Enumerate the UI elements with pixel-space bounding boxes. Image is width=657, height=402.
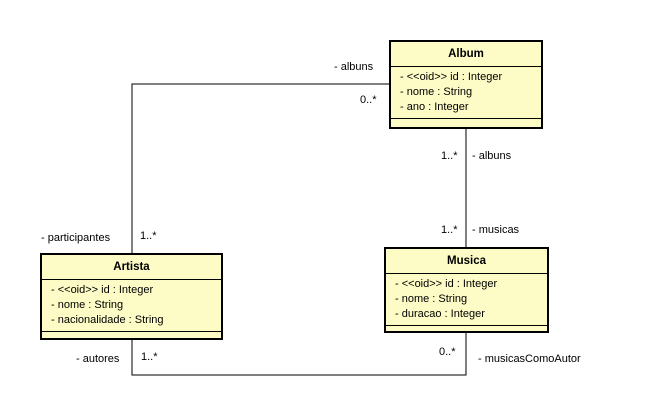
multiplicity-label: 1..*	[441, 224, 458, 236]
class-musica-name: Musica	[386, 249, 547, 274]
class-album-attribute: - <<oid>> id : Integer	[400, 71, 503, 83]
role-label: - autores	[76, 353, 120, 365]
class-musica-attributes: - <<oid>> id : Integer - nome : String -…	[386, 274, 547, 326]
class-artista[interactable]: Artista - <<oid>> id : Integer - nome : …	[40, 253, 223, 340]
association-artista-musica-line[interactable]	[131, 333, 467, 376]
class-musica-attribute: - nome : String	[395, 293, 468, 305]
class-album-name: Album	[391, 42, 541, 67]
class-musica[interactable]: Musica - <<oid>> id : Integer - nome : S…	[384, 247, 549, 333]
multiplicity-label: 0..*	[360, 94, 377, 106]
class-artista-attribute: - nacionalidade : String	[51, 314, 164, 326]
role-label: - musicas	[472, 224, 520, 236]
multiplicity-label: 0..*	[439, 346, 456, 358]
class-artista-attribute: - nome : String	[51, 299, 124, 311]
class-artista-operations	[42, 332, 221, 341]
class-musica-operations	[386, 326, 547, 335]
multiplicity-label: 1..*	[140, 230, 157, 242]
class-artista-name: Artista	[42, 255, 221, 280]
class-album[interactable]: Album - <<oid>> id : Integer - nome : St…	[389, 40, 543, 129]
class-album-attributes: - <<oid>> id : Integer - nome : String -…	[391, 67, 541, 119]
class-musica-attribute: - <<oid>> id : Integer	[395, 278, 498, 290]
association-album-artista-line[interactable]	[131, 83, 389, 253]
class-album-attribute: - ano : Integer	[400, 101, 469, 113]
class-artista-attributes: - <<oid>> id : Integer - nome : String -…	[42, 280, 221, 332]
class-album-attribute: - nome : String	[400, 86, 473, 98]
class-musica-attribute: - duracao : Integer	[395, 308, 485, 320]
role-label: - albuns	[472, 150, 512, 162]
role-label: - albuns	[334, 61, 374, 73]
multiplicity-label: 1..*	[141, 351, 158, 363]
multiplicity-label: 1..*	[441, 150, 458, 162]
class-album-operations	[391, 119, 541, 128]
role-label: - participantes	[41, 232, 111, 244]
class-artista-attribute: - <<oid>> id : Integer	[51, 284, 154, 296]
role-label: - musicasComoAutor	[478, 353, 581, 365]
